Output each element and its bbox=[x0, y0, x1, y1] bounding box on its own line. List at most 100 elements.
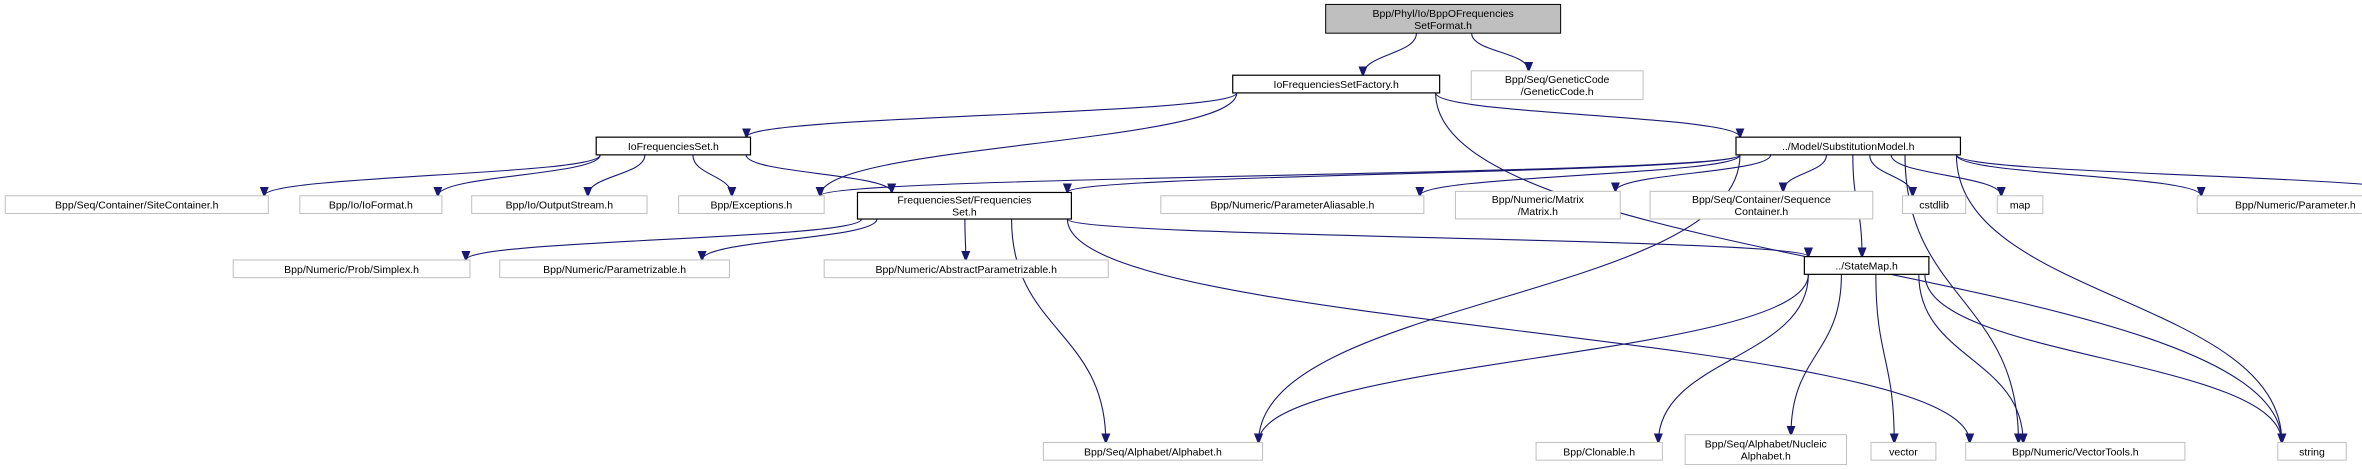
node-statemap[interactable]: ../StateMap.h bbox=[1803, 256, 1930, 275]
edge-statemap-to-alphabet bbox=[1259, 274, 1809, 442]
node-box bbox=[1535, 441, 1663, 461]
node-box bbox=[1996, 195, 2044, 214]
node-label: ../Model/SubstitutionModel.h bbox=[1782, 141, 1915, 153]
node-label: SetFormat.h bbox=[1414, 20, 1472, 32]
edge-factory-to-exceptions bbox=[820, 92, 1238, 196]
node-box bbox=[299, 195, 443, 214]
edge-freqset-to-absparametrizable bbox=[965, 219, 966, 260]
node-box bbox=[595, 136, 752, 156]
node-label: Bpp/Phyl/Io/BppOFrequencies bbox=[1373, 8, 1514, 20]
node-submodel[interactable]: ../Model/SubstitutionModel.h bbox=[1735, 136, 1962, 156]
node-label: ../StateMap.h bbox=[1835, 260, 1898, 272]
node-label: Bpp/Seq/GeneticCode bbox=[1505, 74, 1610, 86]
node-simplex: Bpp/Numeric/Prob/Simplex.h bbox=[232, 259, 471, 279]
edge-freqset-to-vectortools bbox=[1066, 219, 1969, 442]
edge-freqset-to-parametrizable bbox=[702, 218, 878, 260]
node-string: string bbox=[2277, 441, 2347, 461]
node-box bbox=[2196, 195, 2362, 214]
node-label: Set.h bbox=[952, 207, 977, 219]
node-alphabet: Bpp/Seq/Alphabet/Alphabet.h bbox=[1042, 441, 1264, 461]
edge-freqset-to-statemap bbox=[1066, 218, 1808, 257]
node-box bbox=[1042, 441, 1264, 461]
node-label: Bpp/Clonable.h bbox=[1563, 446, 1635, 458]
node-label: Bpp/Numeric/Parameter.h bbox=[2235, 200, 2356, 212]
node-label: Bpp/Io/IoFormat.h bbox=[329, 200, 413, 212]
node-label: cstdlib bbox=[1919, 200, 1949, 212]
node-sitecontainer: Bpp/Seq/Container/SiteContainer.h bbox=[4, 195, 269, 214]
node-box bbox=[1870, 441, 1937, 461]
node-box bbox=[1325, 3, 1562, 34]
node-label: Bpp/Exceptions.h bbox=[711, 200, 793, 212]
node-box bbox=[1160, 195, 1425, 214]
node-box bbox=[499, 259, 730, 279]
node-box bbox=[1803, 256, 1930, 275]
node-box bbox=[2277, 441, 2347, 461]
node-label: Bpp/Numeric/ParameterAliasable.h bbox=[1210, 200, 1374, 212]
node-box bbox=[1735, 136, 1962, 156]
edge-submodel-to-paramlist bbox=[1955, 154, 2362, 185]
node-box bbox=[1232, 74, 1441, 94]
node-box bbox=[856, 191, 1073, 220]
edge-submodel-to-exceptions bbox=[820, 154, 1741, 196]
edge-statemap-to-clonable bbox=[1658, 274, 1809, 442]
node-label: Bpp/Numeric/Prob/Simplex.h bbox=[284, 264, 419, 276]
node-box bbox=[1684, 434, 1847, 466]
node-map: map bbox=[1996, 195, 2044, 214]
node-label: /GeneticCode.h bbox=[1521, 86, 1594, 98]
edge-iofreqset-to-exceptions bbox=[692, 154, 732, 196]
edge-iofreqset-to-sitecontainer bbox=[264, 154, 601, 196]
edge-submodel-to-freqset bbox=[1067, 154, 1741, 193]
node-freqset[interactable]: FrequenciesSet/FrequenciesSet.h bbox=[856, 191, 1073, 220]
node-box bbox=[4, 195, 269, 214]
node-label: IoFrequenciesSetFactory.h bbox=[1274, 79, 1399, 91]
node-box bbox=[232, 259, 471, 279]
edge-freqset-to-alphabet bbox=[1011, 219, 1106, 442]
node-box bbox=[823, 259, 1109, 279]
node-ioformat: Bpp/Io/IoFormat.h bbox=[299, 195, 443, 214]
node-box bbox=[1965, 441, 2186, 461]
node-vector: vector bbox=[1870, 441, 1937, 461]
node-clonable: Bpp/Clonable.h bbox=[1535, 441, 1663, 461]
node-iofreqset[interactable]: IoFrequenciesSet.h bbox=[595, 136, 752, 156]
edge-submodel-to-cstdlib bbox=[1869, 154, 1913, 196]
edges-layer bbox=[264, 33, 2362, 442]
edge-submodel-to-seqcontainer bbox=[1783, 154, 1828, 192]
node-label: Alphabet.h bbox=[1741, 451, 1791, 463]
node-box bbox=[1470, 70, 1644, 101]
node-box bbox=[1649, 190, 1874, 220]
edge-freqset-to-simplex bbox=[466, 218, 863, 260]
node-parameter: Bpp/Numeric/Parameter.h bbox=[2196, 195, 2362, 214]
edge-statemap-to-string bbox=[1924, 274, 2282, 442]
node-exceptions: Bpp/Exceptions.h bbox=[678, 195, 825, 214]
node-label: string bbox=[2299, 446, 2325, 458]
node-factory[interactable]: IoFrequenciesSetFactory.h bbox=[1232, 74, 1441, 94]
node-label: vector bbox=[1889, 446, 1918, 458]
node-label: Bpp/Numeric/AbstractParametrizable.h bbox=[875, 264, 1057, 276]
nodes-layer: Bpp/Phyl/Io/BppOFrequenciesSetFormat.hIo… bbox=[4, 3, 2362, 466]
edge-statemap-to-vector bbox=[1875, 274, 1894, 442]
node-parametrizable: Bpp/Numeric/Parametrizable.h bbox=[499, 259, 730, 279]
edge-submodel-to-parameter bbox=[1955, 154, 2201, 196]
node-label: /Matrix.h bbox=[1518, 206, 1558, 218]
node-absparametrizable: Bpp/Numeric/AbstractParametrizable.h bbox=[823, 259, 1109, 279]
node-box bbox=[471, 195, 648, 214]
node-label: Bpp/Seq/Container/Sequence bbox=[1692, 194, 1831, 206]
edge-factory-to-submodel bbox=[1435, 92, 1740, 137]
node-label: FrequenciesSet/Frequencies bbox=[897, 195, 1031, 207]
node-vectortools: Bpp/Numeric/VectorTools.h bbox=[1965, 441, 2186, 461]
node-label: map bbox=[2010, 200, 2031, 212]
node-paramaliasable: Bpp/Numeric/ParameterAliasable.h bbox=[1160, 195, 1425, 214]
edge-submodel-to-string bbox=[1955, 154, 2281, 443]
node-geneticcode: Bpp/Seq/GeneticCode/GeneticCode.h bbox=[1470, 70, 1644, 101]
edge-submodel-to-matrix bbox=[1615, 154, 1772, 192]
node-label: Bpp/Seq/Alphabet/Nucleic bbox=[1705, 439, 1827, 451]
node-label: Bpp/Numeric/VectorTools.h bbox=[2012, 446, 2139, 458]
edge-factory-to-iofreqset bbox=[747, 92, 1238, 137]
node-matrix: Bpp/Numeric/Matrix/Matrix.h bbox=[1454, 190, 1621, 220]
node-box bbox=[678, 195, 825, 214]
node-outputstream: Bpp/Io/OutputStream.h bbox=[471, 195, 648, 214]
